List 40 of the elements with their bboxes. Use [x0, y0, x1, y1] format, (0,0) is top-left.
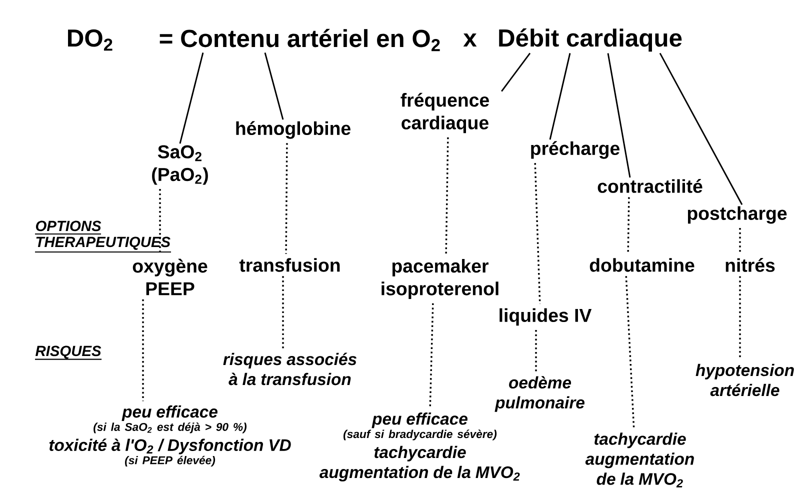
branch-line: [179, 52, 204, 144]
therapy-label: oxygène PEEP: [132, 258, 208, 296]
dotted-line: [285, 143, 288, 254]
risk-label: hypotension artérielle: [696, 364, 794, 396]
title-text: = Contenu artériel en O$_{2}$: [160, 28, 440, 52]
branch-line: [659, 52, 743, 205]
therapy-label: transfusion: [239, 258, 340, 272]
title-text: x: [463, 33, 477, 46]
dotted-line: [625, 276, 635, 428]
dotted-line: [627, 197, 630, 254]
risk-label: peu efficace (si la SaO$_{2}$ est déjà > 90 %) toxicité à l'O$_{2}$ / Dysfonction VD (si PEEP élevée): [49, 405, 291, 467]
dotted-line: [535, 330, 537, 372]
branch-line: [501, 52, 531, 92]
parameter-label: postcharge: [688, 206, 787, 224]
therapy-label: liquides IV: [500, 308, 592, 326]
parameter-label: contractilité: [598, 179, 702, 193]
risk-label: peu efficace (sauf si bradycardie sévère) tachycardie augmentation de la MVO$_{2}$: [320, 412, 520, 482]
section-heading: RISQUES: [35, 346, 102, 360]
parameter-label: précharge: [531, 141, 620, 159]
branch-line: [549, 53, 571, 140]
risk-label: tachycardie augmentation de la MVO$_{2}$: [585, 432, 694, 488]
parameter-label: hémoglobine: [236, 121, 350, 139]
dotted-line: [142, 299, 144, 402]
dotted-line: [739, 276, 741, 360]
section-heading: OPTIONS THERAPEUTIQUES: [35, 220, 171, 253]
dotted-line: [445, 137, 449, 255]
dotted-line: [282, 276, 284, 349]
branch-line: [607, 53, 631, 178]
dotted-line: [739, 228, 741, 254]
therapy-label: pacemaker isoproterenol: [382, 258, 498, 300]
risk-label: risques associés à la transfusion: [223, 352, 356, 386]
dotted-line: [429, 303, 434, 408]
branch-line: [264, 52, 284, 120]
risk-label: oedème pulmonaire: [494, 376, 584, 412]
title-text: Débit cardiaque: [499, 28, 682, 52]
parameter-label: SaO$_{2}$ (PaO$_{2}$): [152, 145, 208, 185]
title-text: DO$_{2}$: [68, 29, 112, 51]
therapy-label: nitrés: [726, 258, 775, 272]
parameter-label: fréquence cardiaque: [400, 92, 489, 134]
therapy-label: dobutamine: [590, 258, 694, 272]
